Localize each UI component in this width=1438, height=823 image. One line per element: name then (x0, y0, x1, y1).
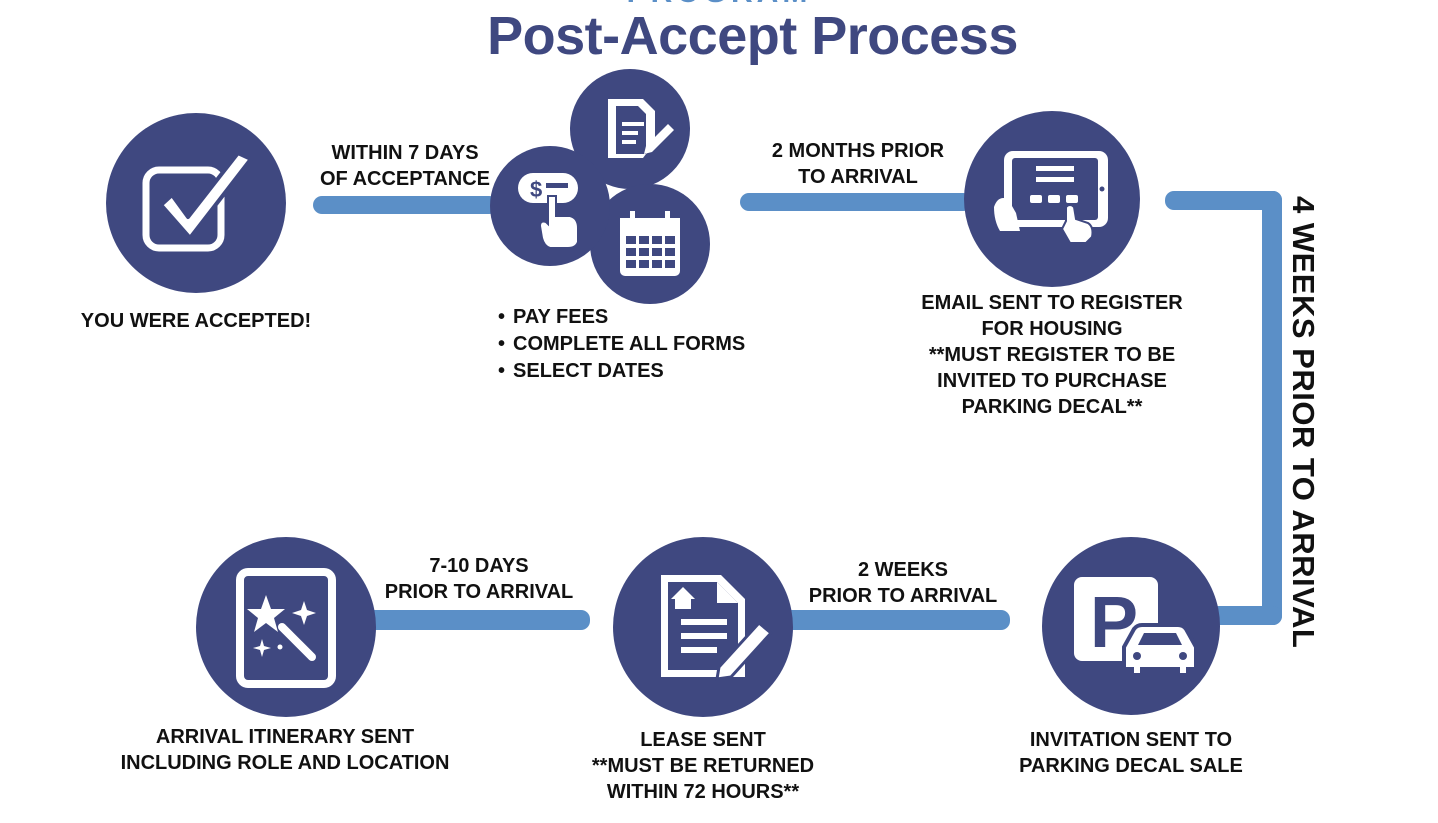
parking-circle: P (1042, 537, 1220, 715)
magic-wand-icon (236, 568, 336, 688)
page-title: Post-Accept Process (487, 6, 1018, 66)
list-item: PAY FEES (498, 304, 745, 331)
housing-circle (964, 111, 1140, 287)
label-line: INCLUDING ROLE AND LOCATION (120, 752, 450, 774)
connector-vertical (1262, 191, 1282, 625)
list-item: SELECT DATES (498, 358, 745, 385)
svg-text:$: $ (530, 177, 542, 202)
parking-label: INVITATION SENT TO PARKING DECAL SALE (981, 727, 1281, 779)
connector-housing-to-right (1165, 191, 1282, 210)
accepted-circle (106, 113, 286, 293)
connector-into-parking (1210, 606, 1282, 625)
connector-label-line: OF ACCEPTANCE (320, 168, 490, 190)
accepted-label: YOU WERE ACCEPTED! (80, 310, 312, 332)
label-line: INVITED TO PURCHASE (937, 370, 1167, 392)
label-line: PARKING DECAL SALE (1019, 755, 1243, 777)
connector-label-line: PRIOR TO ARRIVAL (808, 585, 998, 607)
label-line: LEASE SENT (640, 729, 766, 751)
lease-document-icon (661, 575, 774, 681)
connector-label-7-10-days: 7-10 DAYS PRIOR TO ARRIVAL (369, 553, 589, 605)
payment-tap-icon: $ (490, 146, 610, 266)
connector-label-line: 2 WEEKS (857, 559, 949, 581)
connector-fees-to-housing (740, 193, 972, 211)
label-line: **MUST REGISTER TO BE (928, 344, 1176, 366)
connector-label-line: 2 MONTHS PRIOR (771, 140, 945, 162)
label-line: INVITATION SENT TO (1029, 729, 1233, 751)
label-line: ARRIVAL ITINERARY SENT (155, 726, 415, 748)
parking-car-icon: P (1074, 577, 1198, 677)
connector-lease-to-itinerary (360, 610, 590, 630)
connector-label-line: PRIOR TO ARRIVAL (384, 581, 574, 603)
connector-label-2-months: 2 MONTHS PRIOR TO ARRIVAL (748, 138, 968, 190)
fees-bullet-list: PAY FEES COMPLETE ALL FORMS SELECT DATES (498, 304, 745, 385)
connector-label-line: WITHIN 7 DAYS (331, 142, 479, 164)
itinerary-circle (196, 537, 376, 717)
connector-accept-to-fees (313, 196, 498, 214)
connector-label-4-weeks: 4 WEEKS PRIOR TO ARRIVAL (1286, 196, 1321, 649)
housing-label: EMAIL SENT TO REGISTER FOR HOUSING **MUS… (902, 290, 1202, 420)
label-line: **MUST BE RETURNED (591, 755, 815, 777)
connector-label-within-7-days: WITHIN 7 DAYS OF ACCEPTANCE (300, 140, 510, 192)
lease-label: LEASE SENT **MUST BE RETURNED WITHIN 72 … (553, 727, 853, 805)
label-line: WITHIN 72 HOURS** (606, 781, 800, 803)
fees-icon-cluster: $ (490, 69, 710, 304)
label-line: FOR HOUSING (981, 318, 1123, 340)
connector-label-line: 7-10 DAYS (429, 555, 529, 577)
lease-circle (613, 537, 793, 717)
program-heading-partial: PROGRAM (0, 0, 1438, 8)
document-edit-icon (570, 69, 690, 189)
label-line: PARKING DECAL** (961, 396, 1143, 418)
list-item: COMPLETE ALL FORMS (498, 331, 745, 358)
connector-label-2-weeks: 2 WEEKS PRIOR TO ARRIVAL (793, 557, 1013, 609)
connector-label-line: TO ARRIVAL (798, 166, 918, 188)
label-line: EMAIL SENT TO REGISTER (921, 292, 1183, 314)
connector-parking-to-lease (780, 610, 1010, 630)
checkbox-icon (142, 151, 253, 252)
tablet-form-icon (994, 151, 1108, 244)
itinerary-label: ARRIVAL ITINERARY SENT INCLUDING ROLE AN… (100, 724, 470, 776)
calendar-icon (590, 184, 710, 304)
